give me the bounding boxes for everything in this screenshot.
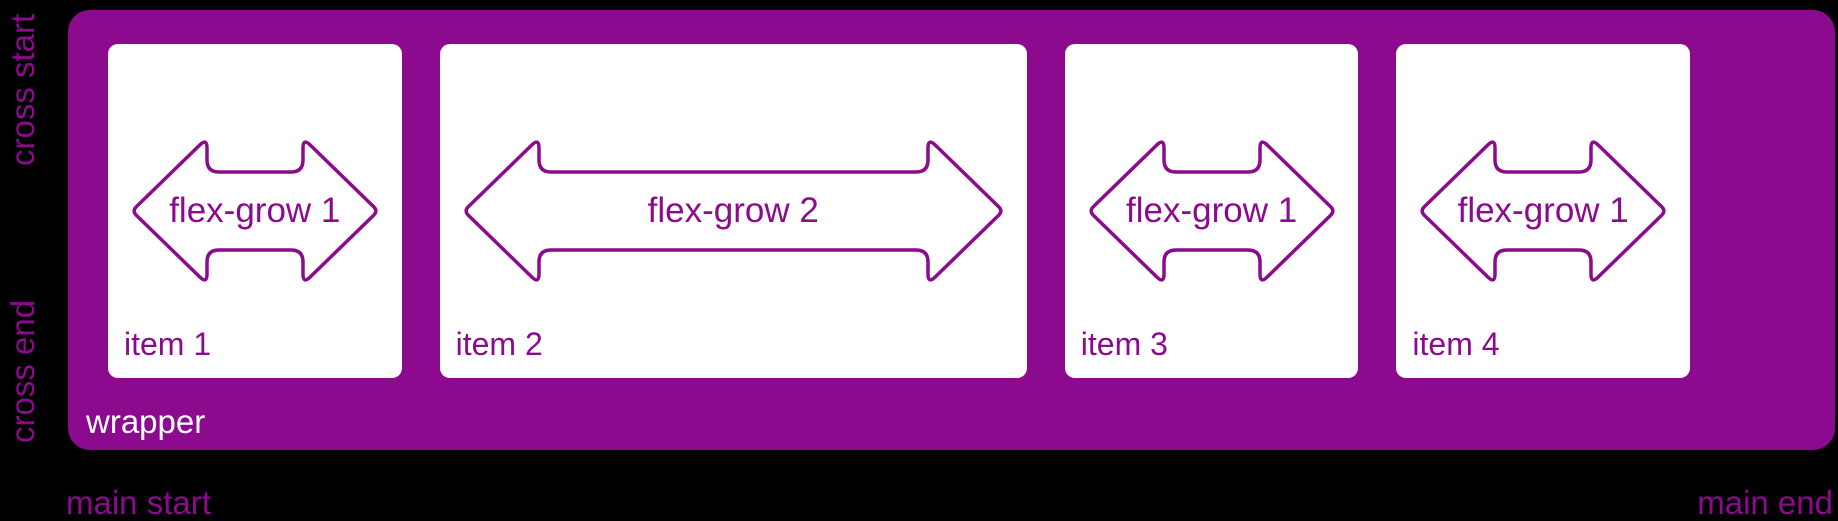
main-end-label: main end	[1697, 484, 1833, 521]
double-arrow-icon	[1089, 140, 1335, 282]
item-label: item 4	[1412, 326, 1500, 362]
item-label: item 3	[1080, 326, 1168, 362]
flex-item-1: flex-grow 1 item 1	[108, 44, 402, 378]
main-start-label: main start	[66, 484, 211, 521]
flex-item-4: flex-grow 1 item 4	[1396, 44, 1690, 378]
flex-item-3: flex-grow 1 item 3	[1064, 44, 1359, 378]
double-arrow-icon	[464, 140, 1003, 282]
item-label: item 1	[124, 326, 212, 362]
wrapper-label: wrapper	[86, 403, 206, 440]
flex-wrapper: flex-grow 1 item 1 flex-grow 2 item 2 fl…	[68, 10, 1835, 450]
cross-start-label: cross start	[4, 13, 41, 166]
flex-item-2: flex-grow 2 item 2	[439, 44, 1027, 378]
item-label: item 2	[455, 326, 543, 362]
double-arrow-icon	[132, 140, 378, 282]
cross-end-label: cross end	[4, 299, 41, 443]
double-arrow-icon	[1420, 140, 1666, 282]
flex-items-row: flex-grow 1 item 1 flex-grow 2 item 2 fl…	[108, 44, 1690, 378]
